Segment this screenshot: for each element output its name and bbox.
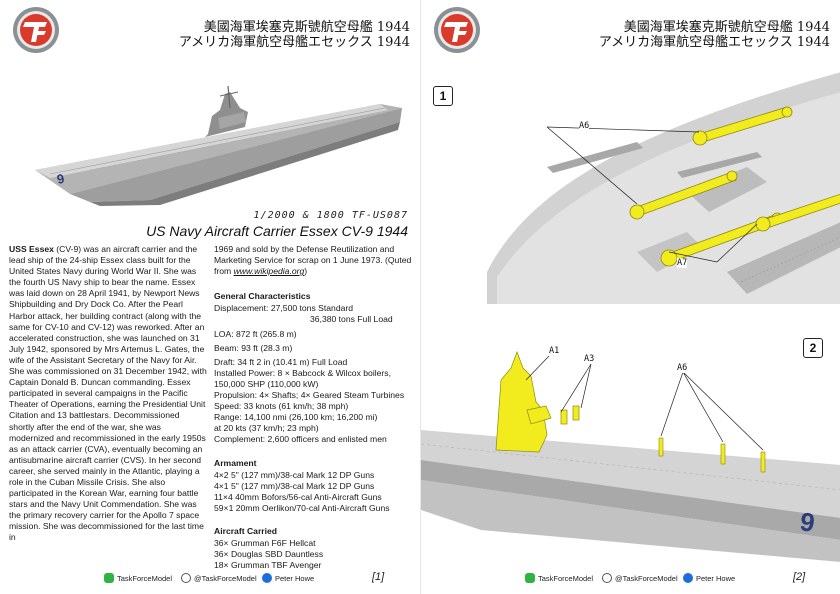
spec-power: Installed Power: 8 × Babcock & Wilcox bo… xyxy=(214,367,391,378)
title-japanese: アメリカ海軍航空母艦エセックス 1944 xyxy=(178,35,410,50)
step-1-marker: 1 xyxy=(433,86,453,106)
wikipedia-link[interactable]: www.wikipedia.org xyxy=(233,266,305,277)
title-chinese: 美國海軍埃塞克斯號航空母艦 1944 xyxy=(203,20,410,35)
spec-beam: Beam: 93 ft (28.3 m) xyxy=(214,342,293,353)
title-japanese: アメリカ海軍航空母艦エセックス 1944 xyxy=(598,35,830,50)
page-footer: TaskForceModel @TaskForceModel Peter How… xyxy=(421,571,840,585)
specs-column: 1969 and sold by the Defense Reutilizati… xyxy=(214,244,414,571)
facebook-contact: Peter Howe xyxy=(683,573,735,583)
callout-a1: A1 xyxy=(549,346,560,356)
armament-heading: Armament xyxy=(214,457,257,468)
at-sign-icon xyxy=(181,573,191,583)
callout-a6-top: A6 xyxy=(579,121,590,131)
spec-loa: LOA: 872 ft (265.8 m) xyxy=(214,328,297,339)
step1-illustration xyxy=(487,72,840,304)
armament-item: 11×4 40mm Bofors/56-cal Anti-Aircraft Gu… xyxy=(214,491,382,502)
at-sign-icon xyxy=(602,573,612,583)
ship-render-image: 9 xyxy=(35,85,402,206)
general-characteristics-heading: General Characteristics xyxy=(214,291,311,302)
aircraft-heading: Aircraft Carried xyxy=(214,525,278,536)
aircraft-item: 36× Douglas SBD Dauntless xyxy=(214,549,324,560)
spec-displacement-full: 36,380 tons Full Load xyxy=(310,314,393,325)
ship-name-heading: US Navy Aircraft Carrier Essex CV-9 1944 xyxy=(146,223,408,239)
spec-range: Range: 14,100 nmi (26,100 km; 16,200 mi) xyxy=(214,412,378,423)
svg-text:9: 9 xyxy=(56,171,66,187)
aircraft-item: 18× Grumman TBF Avenger xyxy=(214,560,322,571)
handle-contact: @TaskForceModel xyxy=(181,573,257,583)
taskforce-logo-icon xyxy=(13,7,59,53)
spec-speed: Speed: 33 knots (61 km/h; 38 mph) xyxy=(214,401,349,412)
callout-a6-bottom: A6 xyxy=(677,363,688,373)
armament-item: 4×1 5" (127 mm)/38-cal Mark 12 DP Guns xyxy=(214,480,375,491)
history-text: (CV-9) was an aircraft carrier and the l… xyxy=(9,244,207,543)
instruction-page-1: 美國海軍埃塞克斯號航空母艦 1944 アメリカ海軍航空母艦エセックス 1944 … xyxy=(0,7,420,585)
spec-propulsion: Propulsion: 4× Shafts; 4× Geared Steam T… xyxy=(214,390,405,401)
wechat-icon xyxy=(525,573,535,583)
callout-a3: A3 xyxy=(584,354,595,364)
spec-displacement: Displacement: 27,500 tons Standard xyxy=(214,303,354,314)
spec-draft: Draft: 34 ft 2 in (10.41 m) Full Load xyxy=(214,356,348,367)
facebook-icon xyxy=(683,573,693,583)
wechat-icon xyxy=(104,573,114,583)
step-2-marker: 2 xyxy=(803,338,823,358)
page-title-block: 美國海軍埃塞克斯號航空母艦 1944 アメリカ海軍航空母艦エセックス 1944 xyxy=(500,20,830,50)
history-paragraph: USS Essex (CV-9) was an aircraft carrier… xyxy=(9,244,207,544)
handle-contact: @TaskForceModel xyxy=(602,573,678,583)
spec-power-shp: 150,000 SHP (110,000 kW) xyxy=(214,378,319,389)
armament-item: 59×1 20mm Oerlikon/70-cal Anti-Aircraft … xyxy=(214,502,390,513)
taskforce-logo-icon xyxy=(434,7,480,53)
step2-illustration: 9 xyxy=(421,351,840,562)
armament-item: 4×2 5" (127 mm)/38-cal Mark 12 DP Guns xyxy=(214,469,375,480)
page-number: [2] xyxy=(793,571,806,583)
facebook-icon xyxy=(262,573,272,583)
wechat-contact: TaskForceModel xyxy=(525,573,593,583)
page-title-block: 美國海軍埃塞克斯號航空母艦 1944 アメリカ海軍航空母艦エセックス 1944 xyxy=(80,20,410,50)
history-continued: 1969 and sold by the Defense Reutilizati… xyxy=(214,244,412,277)
scale-and-code: 1/2000 & 1800 TF-US087 xyxy=(253,210,408,221)
aircraft-item: 36× Grumman F6F Hellcat xyxy=(214,538,316,549)
callout-a7: A7 xyxy=(677,258,688,268)
title-chinese: 美國海軍埃塞克斯號航空母艦 1944 xyxy=(623,20,830,35)
page-footer: TaskForceModel @TaskForceModel Peter How… xyxy=(0,571,420,585)
svg-text:9: 9 xyxy=(798,506,817,538)
facebook-contact: Peter Howe xyxy=(262,573,314,583)
wechat-contact: TaskForceModel xyxy=(104,573,172,583)
instruction-page-2: 美國海軍埃塞克斯號航空母艦 1944 アメリカ海軍航空母艦エセックス 1944 xyxy=(420,0,840,594)
history-column: USS Essex (CV-9) was an aircraft carrier… xyxy=(9,244,207,544)
page-number: [1] xyxy=(372,571,385,583)
spec-complement: Complement: 2,600 officers and enlisted … xyxy=(214,434,387,445)
spec-range-speed: at 20 kts (37 km/h; 23 mph) xyxy=(214,423,319,434)
history-lead: USS Essex xyxy=(9,244,54,254)
